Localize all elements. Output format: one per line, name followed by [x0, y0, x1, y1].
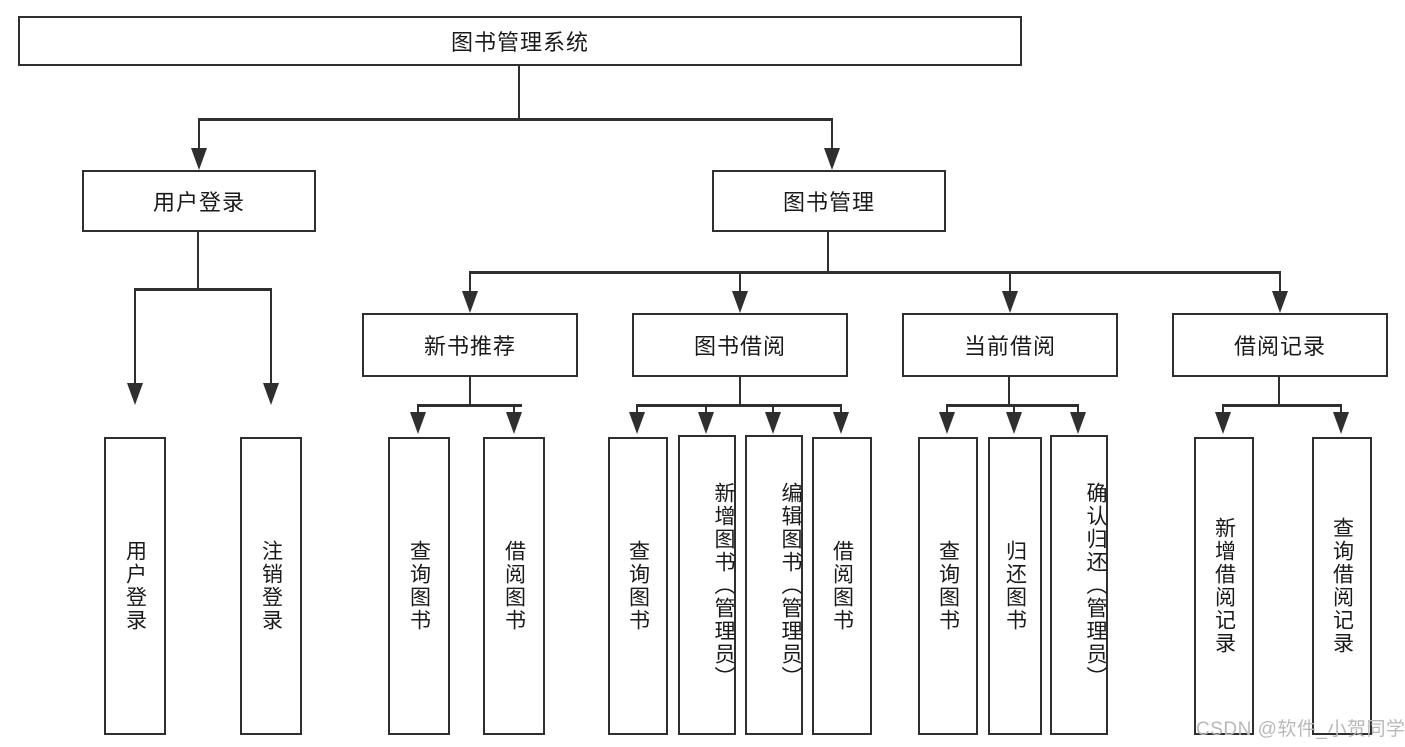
edge-group-2-stem	[1007, 377, 1011, 404]
node-root-label: 图书管理系统	[450, 30, 589, 55]
edge-root-bar	[199, 118, 832, 121]
node-leaf-12-label: 查询借阅记录	[1330, 517, 1354, 655]
edge-group-3-stem	[1277, 377, 1281, 404]
edge-group-1-drop-2	[771, 404, 775, 412]
arrowhead-group-1-0	[629, 412, 645, 434]
node-leaf-1[interactable]: 注销登录	[240, 437, 302, 735]
edge-group-1-bar	[637, 404, 841, 407]
arrowhead-group-2-1	[1006, 412, 1022, 434]
arrowhead-group-0-0	[410, 412, 426, 434]
edge-root-stem	[517, 66, 521, 118]
arrowhead-group-1-3	[833, 412, 849, 434]
edge-group-0-drop-0	[416, 404, 420, 412]
node-leaf-11[interactable]: 新增借阅记录	[1194, 437, 1254, 735]
arrowhead-login-1	[263, 383, 279, 405]
edge-group-1-drop-0	[635, 404, 639, 412]
node-leaf-0[interactable]: 用户登录	[104, 437, 166, 735]
edge-group-2-drop-1	[1012, 404, 1016, 412]
edge-group-2-bar	[947, 404, 1078, 407]
node-level1-1[interactable]: 图书管理	[712, 170, 946, 232]
node-leaf-10[interactable]: 确认归还（管理员）	[1050, 435, 1108, 735]
node-level2-3[interactable]: 借阅记录	[1172, 313, 1388, 377]
node-level2-1-label: 图书借阅	[693, 334, 786, 359]
arrowhead-mgmt-2	[1002, 291, 1018, 313]
node-leaf-8-label: 查询图书	[936, 540, 960, 632]
arrowhead-mgmt-0	[462, 291, 478, 313]
edge-group-1-drop-3	[839, 404, 843, 412]
edge-l1-drop-1	[830, 118, 834, 148]
edge-mgmt-drop-0	[468, 271, 472, 291]
arrowhead-mgmt-1	[732, 291, 748, 313]
edge-mgmt-drop-1	[738, 271, 742, 291]
node-leaf-7[interactable]: 借阅图书	[812, 437, 872, 735]
edge-mgmt-stem	[826, 232, 830, 271]
node-leaf-9[interactable]: 归还图书	[988, 437, 1042, 735]
edge-login-bar	[135, 288, 271, 291]
arrowhead-login-0	[127, 383, 143, 405]
node-leaf-2-label: 查询图书	[407, 540, 431, 632]
edge-login-drop-1	[269, 288, 273, 383]
watermark-text: CSDN @软件_小贺同学	[1196, 719, 1405, 740]
edge-mgmt-drop-2	[1008, 271, 1012, 291]
arrowhead-group-0-1	[506, 412, 522, 434]
node-leaf-5-label: 新增图书（管理员）	[712, 481, 735, 689]
node-leaf-11-label: 新增借阅记录	[1212, 517, 1236, 655]
arrowhead-group-1-1	[698, 412, 714, 434]
node-level2-1[interactable]: 图书借阅	[632, 313, 848, 377]
arrowhead-group-2-2	[1070, 412, 1086, 434]
node-level1-1-label: 图书管理	[782, 190, 875, 215]
arrowhead-mgmt-3	[1272, 291, 1288, 313]
arrowhead-l1-0	[191, 148, 207, 170]
node-level1-0[interactable]: 用户登录	[82, 170, 316, 232]
edge-group-1-stem	[738, 377, 742, 404]
edge-l1-drop-0	[197, 118, 201, 148]
node-level1-0-label: 用户登录	[152, 190, 245, 215]
node-root[interactable]: 图书管理系统	[18, 16, 1022, 66]
edge-group-0-drop-1	[512, 404, 516, 412]
edge-group-2-drop-0	[945, 404, 949, 412]
edge-group-2-drop-2	[1076, 404, 1080, 412]
node-level2-2[interactable]: 当前借阅	[902, 313, 1118, 377]
edge-mgmt-drop-3	[1278, 271, 1282, 291]
edge-group-3-drop-0	[1221, 404, 1225, 412]
node-leaf-4[interactable]: 查询图书	[608, 437, 668, 735]
node-leaf-1-label: 注销登录	[259, 540, 283, 632]
node-leaf-6[interactable]: 编辑图书（管理员）	[745, 435, 803, 735]
node-leaf-0-label: 用户登录	[123, 540, 147, 632]
edge-mgmt-bar	[470, 271, 1280, 274]
edge-group-0-stem	[468, 377, 472, 404]
edge-group-1-drop-1	[704, 404, 708, 412]
node-leaf-2[interactable]: 查询图书	[388, 437, 450, 735]
node-leaf-9-label: 归还图书	[1003, 540, 1027, 632]
arrowhead-group-1-2	[765, 412, 781, 434]
edge-group-0-bar	[418, 404, 522, 407]
node-leaf-6-label: 编辑图书（管理员）	[779, 481, 802, 689]
arrowhead-group-2-0	[939, 412, 955, 434]
arrowhead-l1-1	[824, 148, 840, 170]
node-leaf-3[interactable]: 借阅图书	[483, 437, 545, 735]
edge-login-drop-0	[133, 288, 137, 383]
arrowhead-group-3-1	[1333, 412, 1349, 434]
node-level2-2-label: 当前借阅	[963, 334, 1056, 359]
node-leaf-7-label: 借阅图书	[830, 540, 854, 632]
node-leaf-8[interactable]: 查询图书	[918, 437, 978, 735]
node-leaf-12[interactable]: 查询借阅记录	[1312, 437, 1372, 735]
node-level2-0[interactable]: 新书推荐	[362, 313, 578, 377]
arrowhead-group-3-0	[1215, 412, 1231, 434]
edge-login-stem	[196, 232, 200, 288]
node-leaf-5[interactable]: 新增图书（管理员）	[678, 435, 736, 735]
edge-group-3-drop-1	[1339, 404, 1343, 412]
node-leaf-3-label: 借阅图书	[502, 540, 526, 632]
node-level2-3-label: 借阅记录	[1233, 334, 1326, 359]
node-leaf-4-label: 查询图书	[626, 540, 650, 632]
node-level2-0-label: 新书推荐	[423, 334, 516, 359]
edge-group-3-bar	[1223, 404, 1342, 407]
node-leaf-10-label: 确认归还（管理员）	[1084, 481, 1107, 689]
